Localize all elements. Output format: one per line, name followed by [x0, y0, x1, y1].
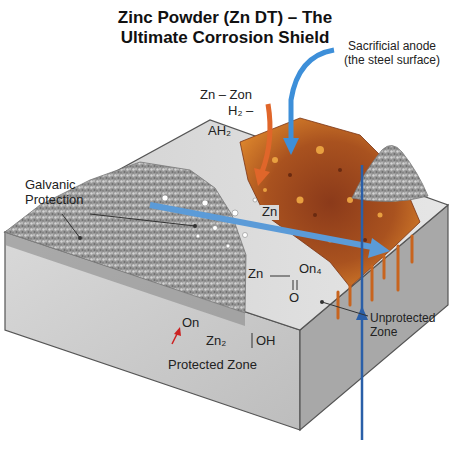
formula-label: OH	[256, 334, 276, 349]
red-pointer-head	[174, 327, 181, 336]
zone-boundary-line	[361, 165, 364, 440]
formula-label: Zn₂	[206, 334, 226, 349]
zinc-flow-arrowhead	[368, 238, 390, 258]
diagram-title: Zinc Powder (Zn DT) – The Ultimate Corro…	[95, 8, 355, 47]
chem-label: Zn – Zon	[200, 88, 252, 103]
formula-label: On	[182, 316, 199, 331]
formula-bracket	[252, 333, 253, 348]
formula-label: O	[289, 291, 299, 306]
leader-dots	[78, 224, 324, 304]
formula-bonds	[270, 276, 297, 290]
rust-drips	[338, 236, 412, 318]
formula-label: Zn	[248, 267, 263, 282]
leader-lines	[62, 214, 368, 316]
chem-label: H₂ –	[228, 104, 253, 119]
powder-edge	[5, 232, 245, 326]
formula-label: On₄	[299, 262, 322, 277]
zone-label: Protected Zone	[168, 358, 257, 373]
anode-arrowhead	[283, 138, 299, 155]
callout-label: Galvanic Protection	[25, 178, 105, 208]
zinc-flow-arrow	[150, 205, 372, 247]
flow-label: Zn	[260, 205, 279, 220]
reaction-arrowhead	[254, 168, 270, 186]
anode-arrow	[291, 50, 334, 140]
zinc-powder-layer	[5, 162, 246, 313]
chem-label: AH₂	[208, 124, 231, 139]
zone-label: Unprotected Zone	[370, 312, 446, 340]
zinc-pile	[352, 145, 428, 201]
reaction-arrow	[262, 104, 270, 172]
anode-label: Sacrificial anode (the steel surface)	[338, 40, 446, 68]
